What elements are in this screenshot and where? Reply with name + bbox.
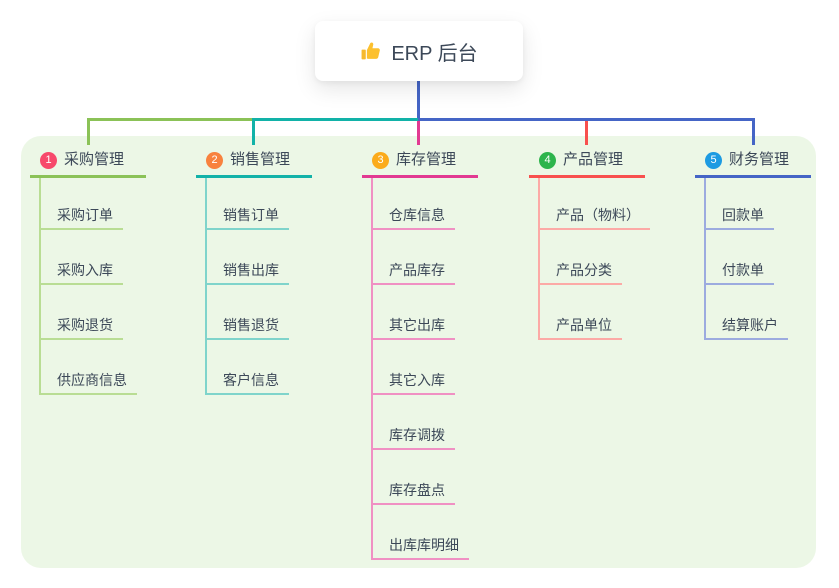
leaf-node[interactable]: 回款单	[706, 207, 774, 230]
leaf-node[interactable]: 产品分类	[540, 262, 622, 285]
connector-drop-product	[585, 121, 588, 145]
branch-label: 销售管理	[230, 151, 291, 168]
branch-label: 财务管理	[729, 151, 790, 168]
leaf-row: 客户信息	[207, 340, 312, 395]
connector-root-vertical	[417, 81, 420, 122]
leaf-node[interactable]: 库存调拨	[373, 427, 455, 450]
branch-number-badge: 2	[206, 151, 223, 169]
leaf-row: 其它入库	[373, 340, 478, 395]
leaf-row: 出库库明细	[373, 505, 478, 560]
leaf-node[interactable]: 采购退货	[41, 317, 123, 340]
leaf-node[interactable]: 供应商信息	[41, 372, 137, 395]
leaf-node[interactable]: 结算账户	[706, 317, 788, 340]
leaf-node[interactable]: 产品单位	[540, 317, 622, 340]
branch-node-product[interactable]: 4 产品管理	[529, 150, 645, 178]
leaf-row: 销售退货	[207, 285, 312, 340]
leaf-row: 采购退货	[41, 285, 146, 340]
leaf-row: 产品单位	[540, 285, 645, 340]
leaf-row: 库存调拨	[373, 395, 478, 450]
branch-node-inventory[interactable]: 3 库存管理	[362, 150, 478, 178]
connector-drop-inventory	[417, 121, 420, 145]
leaf-row: 销售订单	[207, 178, 312, 230]
thumbs-up-icon	[360, 40, 382, 62]
leaf-node[interactable]: 销售订单	[207, 207, 289, 230]
leaf-row: 库存盘点	[373, 450, 478, 505]
leaf-node[interactable]: 其它入库	[373, 372, 455, 395]
branch-purchase: 1 采购管理 采购订单 采购入库 采购退货 供应商信息	[30, 150, 146, 395]
branch-items: 仓库信息 产品库存 其它出库 其它入库 库存调拨 库存盘点 出库库明细	[371, 178, 478, 560]
branch-items: 产品（物料） 产品分类 产品单位	[538, 178, 650, 340]
leaf-row: 采购入库	[41, 230, 146, 285]
leaf-row: 其它出库	[373, 285, 478, 340]
leaf-row: 销售出库	[207, 230, 312, 285]
leaf-node[interactable]: 其它出库	[373, 317, 455, 340]
connector-horizontal-green	[87, 118, 254, 121]
branch-sales: 2 销售管理 销售订单 销售出库 销售退货 客户信息	[196, 150, 312, 395]
branch-items: 采购订单 采购入库 采购退货 供应商信息	[39, 178, 146, 395]
root-node[interactable]: ERP 后台	[315, 21, 523, 81]
branch-number-badge: 5	[705, 151, 722, 169]
branch-label: 产品管理	[563, 151, 624, 168]
branch-node-sales[interactable]: 2 销售管理	[196, 150, 312, 178]
connector-drop-purchase	[87, 118, 90, 145]
branch-label: 采购管理	[64, 151, 125, 168]
connector-drop-finance	[752, 118, 755, 145]
leaf-row: 仓库信息	[373, 178, 478, 230]
leaf-row: 供应商信息	[41, 340, 146, 395]
root-label: ERP 后台	[391, 42, 478, 65]
leaf-node[interactable]: 付款单	[706, 262, 774, 285]
background-panel	[21, 136, 816, 568]
branch-finance: 5 财务管理 回款单 付款单 结算账户	[695, 150, 811, 340]
connector-horizontal-teal	[254, 118, 418, 121]
branch-inventory: 3 库存管理 仓库信息 产品库存 其它出库 其它入库 库存调拨 库存盘点 出库库…	[362, 150, 478, 560]
leaf-row: 产品（物料）	[540, 178, 650, 230]
leaf-node[interactable]: 库存盘点	[373, 482, 455, 505]
leaf-node[interactable]: 销售退货	[207, 317, 289, 340]
leaf-row: 产品库存	[373, 230, 478, 285]
branch-product: 4 产品管理 产品（物料） 产品分类 产品单位	[529, 150, 650, 340]
leaf-node[interactable]: 产品（物料）	[540, 207, 650, 230]
branch-number-badge: 1	[40, 151, 57, 169]
leaf-node[interactable]: 销售出库	[207, 262, 289, 285]
branch-label: 库存管理	[396, 151, 457, 168]
leaf-row: 结算账户	[706, 285, 811, 340]
leaf-row: 采购订单	[41, 178, 146, 230]
leaf-node[interactable]: 产品库存	[373, 262, 455, 285]
leaf-node[interactable]: 仓库信息	[373, 207, 455, 230]
connector-horizontal-blue	[418, 118, 755, 121]
branch-number-badge: 3	[372, 151, 389, 169]
leaf-node[interactable]: 出库库明细	[373, 537, 469, 560]
leaf-row: 付款单	[706, 230, 811, 285]
leaf-node[interactable]: 采购入库	[41, 262, 123, 285]
leaf-node[interactable]: 客户信息	[207, 372, 289, 395]
branch-number-badge: 4	[539, 151, 556, 169]
leaf-row: 产品分类	[540, 230, 645, 285]
branch-items: 回款单 付款单 结算账户	[704, 178, 811, 340]
connector-drop-sales	[252, 118, 255, 145]
leaf-row: 回款单	[706, 178, 811, 230]
leaf-node[interactable]: 采购订单	[41, 207, 123, 230]
branch-node-purchase[interactable]: 1 采购管理	[30, 150, 146, 178]
branch-node-finance[interactable]: 5 财务管理	[695, 150, 811, 178]
branch-items: 销售订单 销售出库 销售退货 客户信息	[205, 178, 312, 395]
